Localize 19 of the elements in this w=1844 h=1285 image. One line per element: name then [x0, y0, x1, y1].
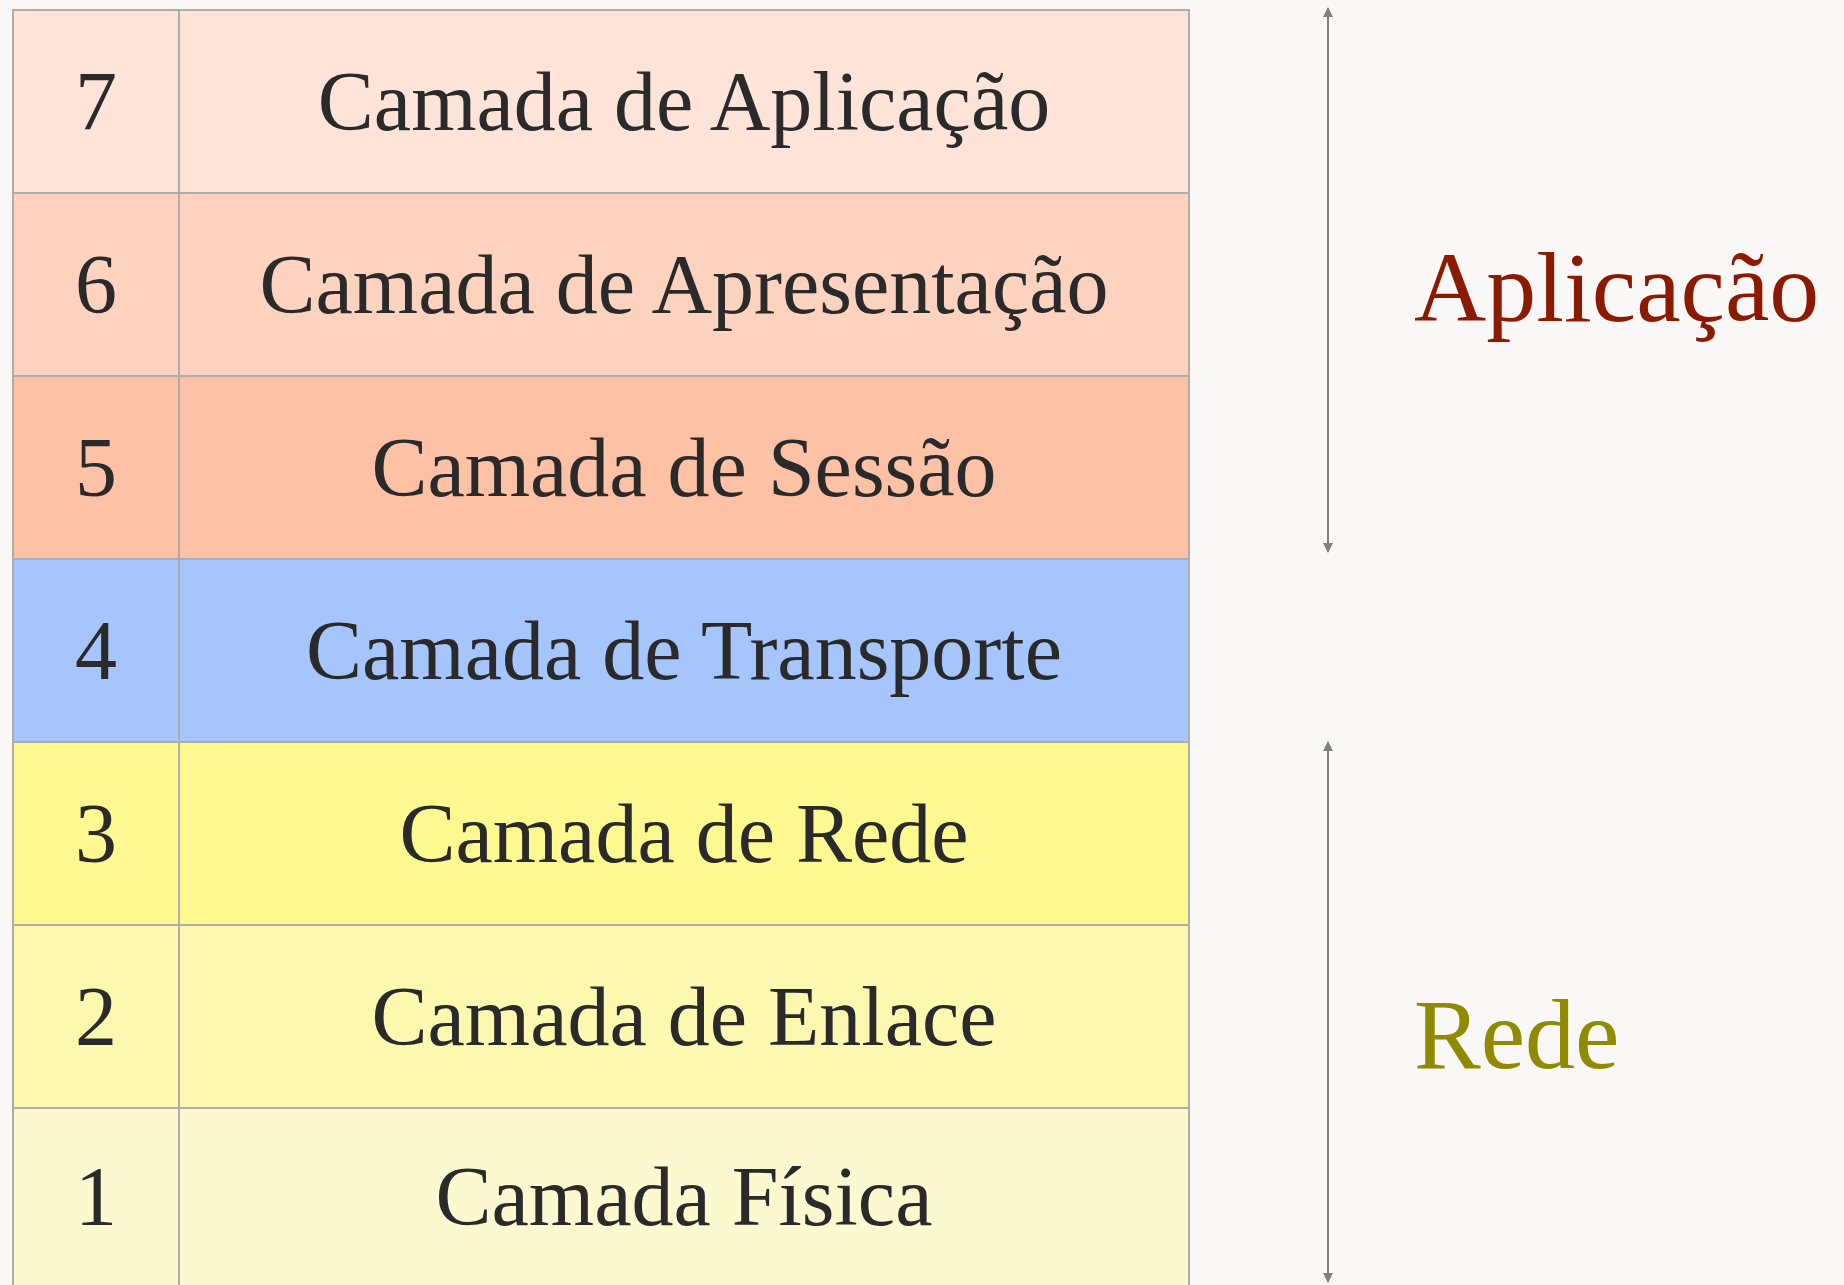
- layer-name: Camada de Enlace: [371, 974, 997, 1059]
- layer-name: Camada de Rede: [399, 791, 969, 876]
- layer-number: 6: [75, 242, 117, 327]
- layer-name: Camada de Sessão: [371, 425, 997, 510]
- layer-number: 2: [75, 974, 117, 1059]
- layer-row: [12, 558, 1190, 743]
- layer-row: [12, 741, 1190, 926]
- layer-number: 4: [75, 608, 117, 693]
- layer-row: [12, 924, 1190, 1109]
- layer-row: [12, 375, 1190, 560]
- layer-name: Camada Física: [435, 1155, 933, 1239]
- layer-number: 5: [75, 425, 117, 510]
- group-label: Rede: [1414, 985, 1620, 1085]
- layer-row: [12, 1107, 1190, 1285]
- layer-row: [12, 9, 1190, 194]
- layer-row: [12, 192, 1190, 377]
- layer-number: 1: [75, 1155, 117, 1239]
- layer-number: 3: [75, 791, 117, 876]
- layer-number: 7: [75, 59, 117, 144]
